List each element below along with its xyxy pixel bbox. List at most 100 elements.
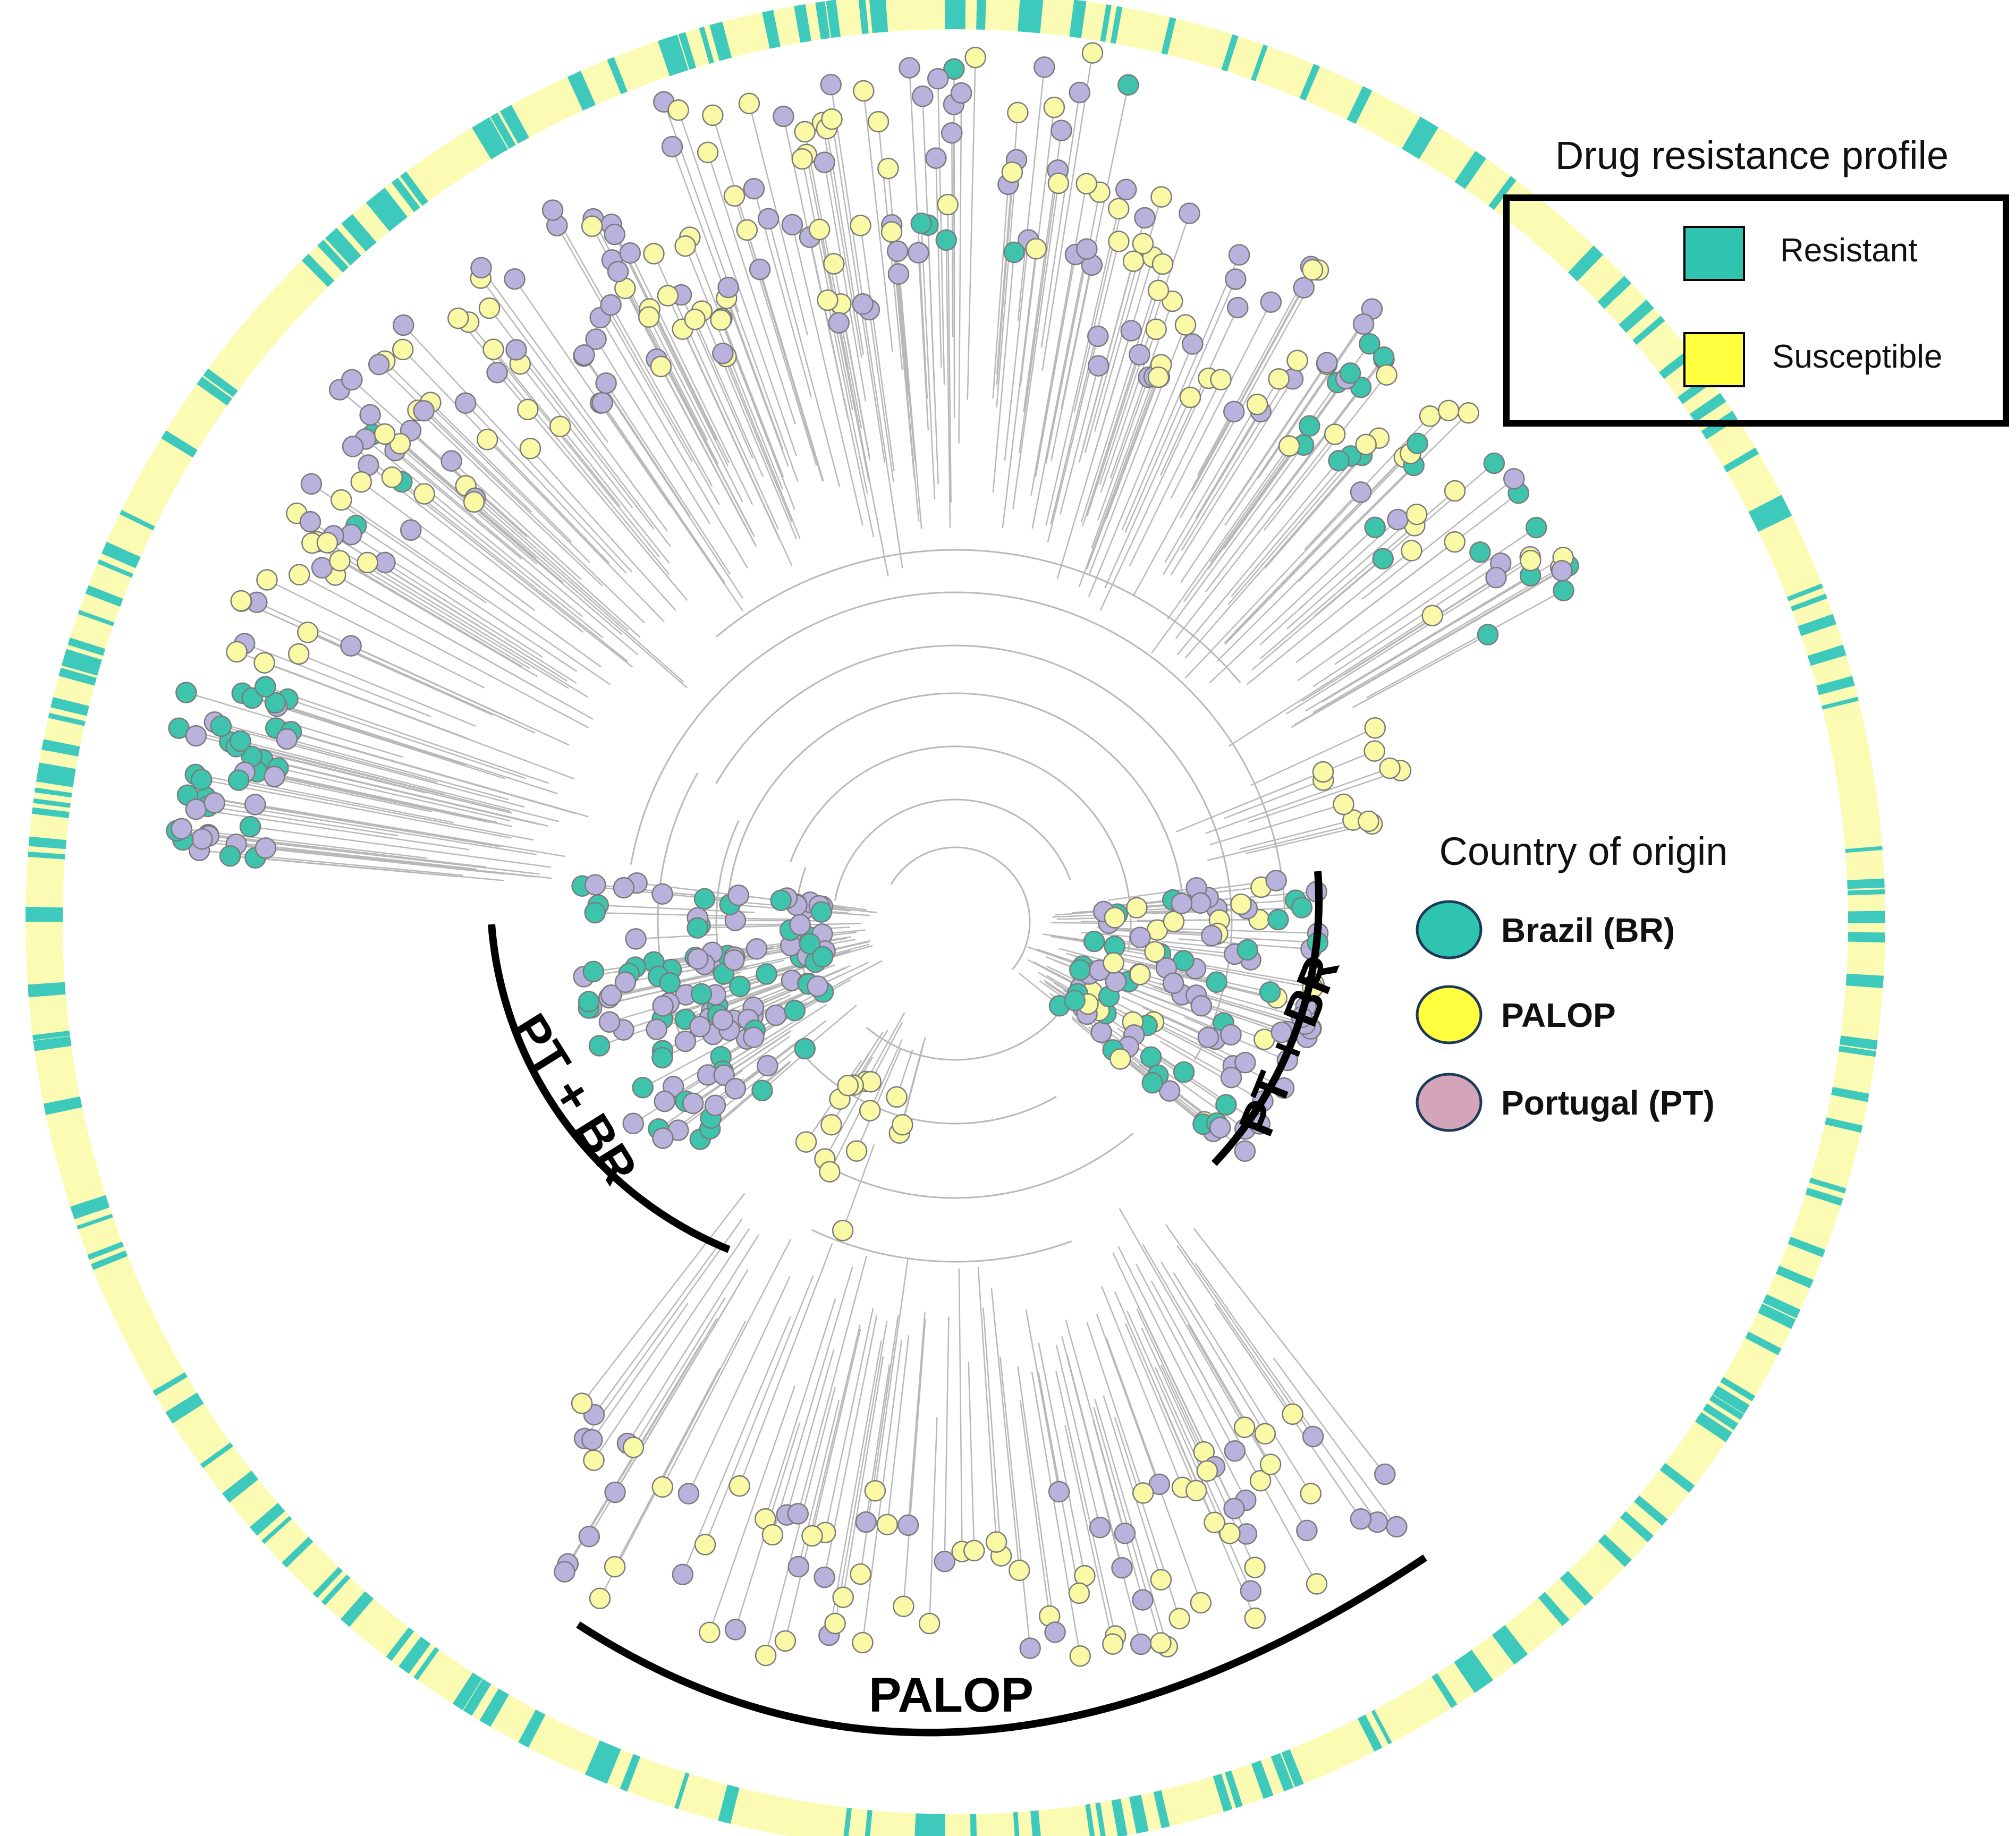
ring-resistant-segment <box>366 194 399 232</box>
tree-branch <box>1086 1322 1144 1493</box>
ring-resistant-segment <box>325 230 359 266</box>
tree-tip <box>1312 761 1334 783</box>
tree-tip <box>643 243 665 265</box>
tree-tip <box>963 1540 985 1562</box>
tree-branch <box>1228 615 1433 747</box>
ring-resistant-segment <box>50 697 89 716</box>
tree-branch <box>1193 1228 1386 1475</box>
tree-branch <box>599 317 749 569</box>
tree-branch <box>593 1243 721 1415</box>
tree-tip <box>789 914 811 936</box>
tree-branch <box>1107 887 1197 901</box>
ring-resistant-segment <box>815 1 831 40</box>
ring-resistant-segment <box>1371 1710 1392 1745</box>
tree-tip <box>1141 1072 1164 1094</box>
tree-tip <box>289 564 310 586</box>
ring-resistant-segment <box>1758 1303 1796 1329</box>
ring-resistant-segment <box>200 1442 233 1468</box>
tree-tip <box>757 1055 778 1077</box>
ring-resistant-segment <box>1251 1760 1274 1799</box>
tree-internal-arc <box>630 591 1286 922</box>
tree-branch <box>1154 1053 1260 1125</box>
tree-branch <box>727 287 799 482</box>
tree-branch <box>649 308 729 466</box>
ring-resistant-segment <box>1848 889 1885 896</box>
tree-branch <box>902 1036 926 1125</box>
tree-branch <box>221 725 525 808</box>
tree-tip <box>171 818 192 840</box>
tree-tip <box>757 208 780 230</box>
tree-tip <box>1114 1523 1136 1544</box>
ring-resistant-segment <box>77 1213 113 1230</box>
tree-branch <box>310 521 568 682</box>
ring-resistant-segment <box>1492 1631 1520 1665</box>
tree-tip <box>614 971 637 993</box>
tree-tip <box>589 1587 611 1610</box>
tree-branch <box>783 116 849 420</box>
tree-tip <box>727 884 749 906</box>
tree-branch <box>694 319 764 477</box>
tree-branch <box>275 702 558 795</box>
tree-internal-arc <box>811 1229 1072 1263</box>
tree-tip <box>230 730 251 752</box>
tree-tip <box>1268 368 1290 390</box>
tree-branch <box>1224 308 1373 526</box>
tree-tip <box>1355 434 1377 455</box>
tree-tip <box>824 1612 846 1635</box>
tree-tip <box>1333 793 1354 815</box>
tree-branch <box>255 857 504 881</box>
tree-tip <box>773 105 794 128</box>
tree-tip <box>591 392 613 414</box>
tree-tip <box>1150 1632 1172 1654</box>
tree-tip <box>299 511 321 533</box>
tree-tip <box>1215 1094 1237 1116</box>
ring-resistant-segment <box>843 1807 852 1836</box>
ring-resistant-segment <box>463 1679 492 1716</box>
ring-resistant-segment <box>826 0 841 38</box>
tree-branch <box>1319 541 1455 646</box>
tree-tip <box>368 353 390 376</box>
tree-branch <box>1099 378 1209 611</box>
ring-resistant-segment <box>1402 116 1432 156</box>
tree-branch <box>1031 1372 1081 1656</box>
tree-tip <box>832 1586 854 1608</box>
tree-tip <box>1553 580 1574 601</box>
tree-branch <box>1209 526 1376 684</box>
tree-branch <box>1094 1399 1168 1647</box>
tree-tip <box>1306 1573 1328 1595</box>
tree-tip <box>855 1511 877 1533</box>
tree-branch <box>286 738 509 801</box>
tree-branch <box>907 1311 926 1525</box>
tree-tip <box>860 1071 882 1093</box>
ring-resistant-segment <box>161 430 198 458</box>
tree-tip <box>1171 892 1193 914</box>
tree-branch <box>865 1012 905 1082</box>
tree-branch <box>682 1316 791 1575</box>
tree-branch <box>1124 1323 1197 1491</box>
tree-branch <box>1055 1345 1101 1528</box>
tree-tip <box>1132 233 1154 254</box>
tree-tip <box>1129 344 1150 366</box>
tree-branch <box>811 1329 861 1536</box>
ring-resistant-segment <box>386 1627 414 1661</box>
tree-tip <box>1267 908 1289 931</box>
ring-resistant-segment <box>1095 1802 1106 1836</box>
ring-resistant-segment <box>1807 644 1846 666</box>
tree-internal-arc <box>890 846 1031 970</box>
tree-tip <box>1051 120 1072 141</box>
tree-branch <box>1091 376 1155 549</box>
ring-resistant-segment <box>1299 64 1320 101</box>
tree-tip <box>1444 531 1466 553</box>
tree-branch <box>992 184 1009 398</box>
tree-tip <box>755 1644 777 1667</box>
tree-tip <box>749 258 771 280</box>
tree-branch <box>1227 444 1367 605</box>
tree-branch <box>473 501 688 688</box>
tree-tip <box>1358 810 1379 832</box>
ring-resistant-segment <box>1213 1773 1233 1812</box>
tree-branch <box>1025 1309 1060 1492</box>
tree-branch <box>1080 264 1164 523</box>
tree-tip <box>899 57 920 79</box>
tree-tip <box>622 1436 645 1458</box>
tree-tip <box>659 972 681 994</box>
